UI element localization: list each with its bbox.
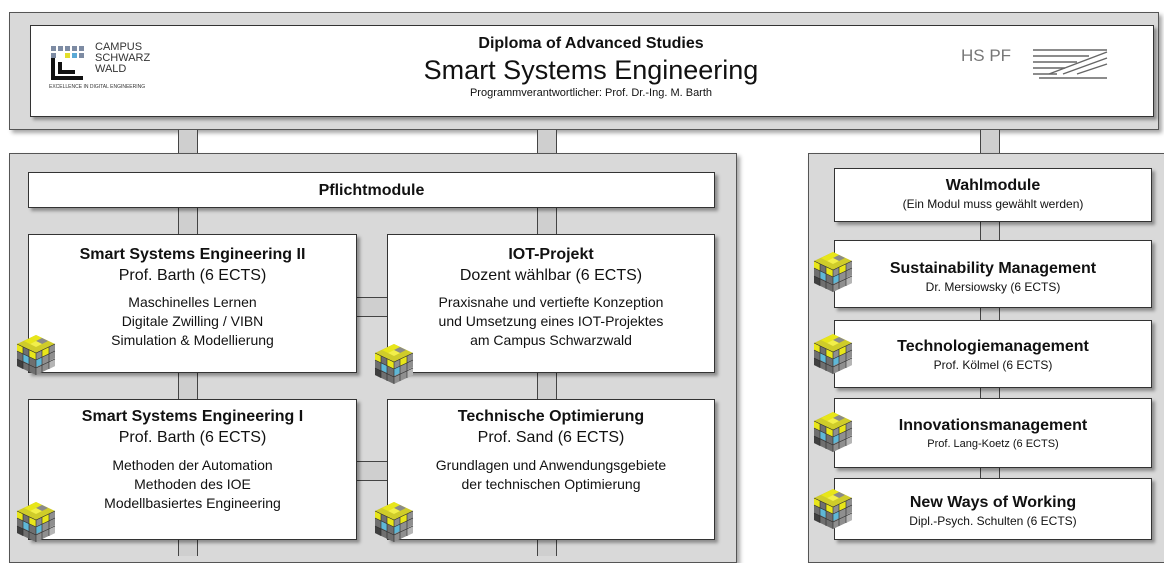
module-topic: Modellbasiertes Engineering (104, 495, 281, 511)
logo-tagline: EXCELLENCE IN DIGITAL ENGINEERING (49, 84, 146, 90)
elective-card: New Ways of Working Dipl.-Psych. Schulte… (834, 478, 1152, 540)
connector-h-row2 (357, 461, 387, 481)
connector-header-left (178, 130, 198, 153)
elective-card: Technologiemanagement Prof. Kölmel (6 EC… (834, 320, 1152, 388)
elective-title: Innovationsmanagement (898, 417, 1088, 434)
connector-pflicht-right-1 (537, 208, 557, 234)
module-topic: am Campus Schwarzwald (470, 332, 632, 348)
pflicht-label: Pflichtmodule (318, 182, 425, 199)
logo-text-wald: WALD (95, 63, 127, 75)
campus-logo-icon (51, 46, 84, 80)
module-topic: der technischen Optimierung (461, 476, 641, 492)
elective-lecturer: Prof. Kölmel (6 ECTS) (933, 358, 1053, 372)
module-title: Smart Systems Engineering I (81, 408, 304, 425)
module-topic: Methoden der Automation (112, 457, 273, 473)
module-topic: Grundlagen und Anwendungsgebiete (435, 457, 667, 473)
connector-header-mid (537, 130, 557, 153)
hs-pf-text: HS PF (961, 46, 1012, 65)
module-topic: Simulation & Modellierung (111, 332, 274, 348)
module-title: IOT-Projekt (508, 246, 594, 263)
connector-header-right (980, 130, 1000, 153)
module-topic: und Umsetzung eines IOT-Projektes (438, 313, 664, 329)
page-title: Smart Systems Engineering (423, 55, 759, 85)
module-cube-icon (813, 333, 853, 375)
module-lecturer: Prof. Sand (6 ECTS) (477, 429, 625, 446)
logo-text-campus: CAMPUS (95, 41, 143, 53)
module-card: IOT-Projekt Dozent wählbar (6 ECTS) Prax… (387, 234, 715, 373)
module-topic: Methoden des IOE (134, 476, 251, 492)
hs-pf-lines-icon (1033, 49, 1108, 79)
elective-card: Sustainability Management Dr. Mersiowsky… (834, 240, 1152, 308)
connector-pflicht-left-2 (178, 373, 198, 399)
campus-schwarzwald-logo: CAMPUS SCHWARZ WALD EXCELLENCE IN DIGITA… (49, 42, 179, 98)
connector-pflicht-right-3 (537, 540, 557, 556)
module-cube-icon (374, 343, 414, 385)
module-cube-icon (16, 501, 56, 543)
elective-lecturer: Dipl.-Psych. Schulten (6 ECTS) (909, 514, 1077, 528)
header-subtitle: Programmverantwortlicher: Prof. Dr.-Ing.… (469, 87, 713, 99)
module-lecturer: Prof. Barth (6 ECTS) (118, 429, 267, 446)
connector-wahl-4 (980, 468, 1000, 478)
header-overline: Diploma of Advanced Studies (478, 35, 704, 52)
wahl-note: (Ein Modul muss gewählt werden) (902, 197, 1084, 211)
elective-title: New Ways of Working (909, 494, 1077, 511)
module-topic: Maschinelles Lernen (128, 294, 257, 310)
elective-lecturer: Prof. Lang-Koetz (6 ECTS) (927, 438, 1059, 450)
connector-wahl-1 (980, 222, 1000, 240)
connector-pflicht-left-1 (178, 208, 198, 234)
module-lecturer: Prof. Barth (6 ECTS) (118, 267, 267, 284)
module-lecturer: Dozent wählbar (6 ECTS) (459, 267, 643, 284)
module-card: Smart Systems Engineering I Prof. Barth … (28, 399, 357, 540)
module-topic: Digitale Zwilling / VIBN (121, 313, 264, 329)
module-cube-icon (813, 411, 853, 453)
module-card: Technische Optimierung Prof. Sand (6 ECT… (387, 399, 715, 540)
module-title: Smart Systems Engineering II (79, 246, 306, 263)
header-box: CAMPUS SCHWARZ WALD EXCELLENCE IN DIGITA… (30, 25, 1154, 117)
pflicht-label-box: Pflichtmodule (28, 172, 715, 208)
module-topic: Praxisnahe und vertiefte Konzeption (438, 294, 664, 310)
connector-pflicht-right-2 (537, 373, 557, 399)
connector-wahl-3 (980, 388, 1000, 398)
wahl-label-box: Wahlmodule (Ein Modul muss gewählt werde… (834, 168, 1152, 222)
module-cube-icon (374, 501, 414, 543)
module-cube-icon (813, 488, 853, 530)
elective-card: Innovationsmanagement Prof. Lang-Koetz (… (834, 398, 1152, 468)
module-cube-icon (16, 334, 56, 376)
logo-text-schwarz: SCHWARZ (95, 52, 151, 64)
connector-h-row1 (357, 297, 387, 317)
module-title: Technische Optimierung (457, 408, 645, 425)
module-cube-icon (813, 251, 853, 293)
elective-title: Technologiemanagement (897, 338, 1089, 355)
elective-lecturer: Dr. Mersiowsky (6 ECTS) (925, 280, 1061, 294)
hs-pf-logo: HS PF (961, 44, 1141, 94)
wahl-label: Wahlmodule (945, 177, 1041, 194)
connector-wahl-2 (980, 308, 1000, 320)
elective-title: Sustainability Management (889, 260, 1097, 277)
connector-pflicht-left-3 (178, 540, 198, 556)
module-card: Smart Systems Engineering II Prof. Barth… (28, 234, 357, 373)
